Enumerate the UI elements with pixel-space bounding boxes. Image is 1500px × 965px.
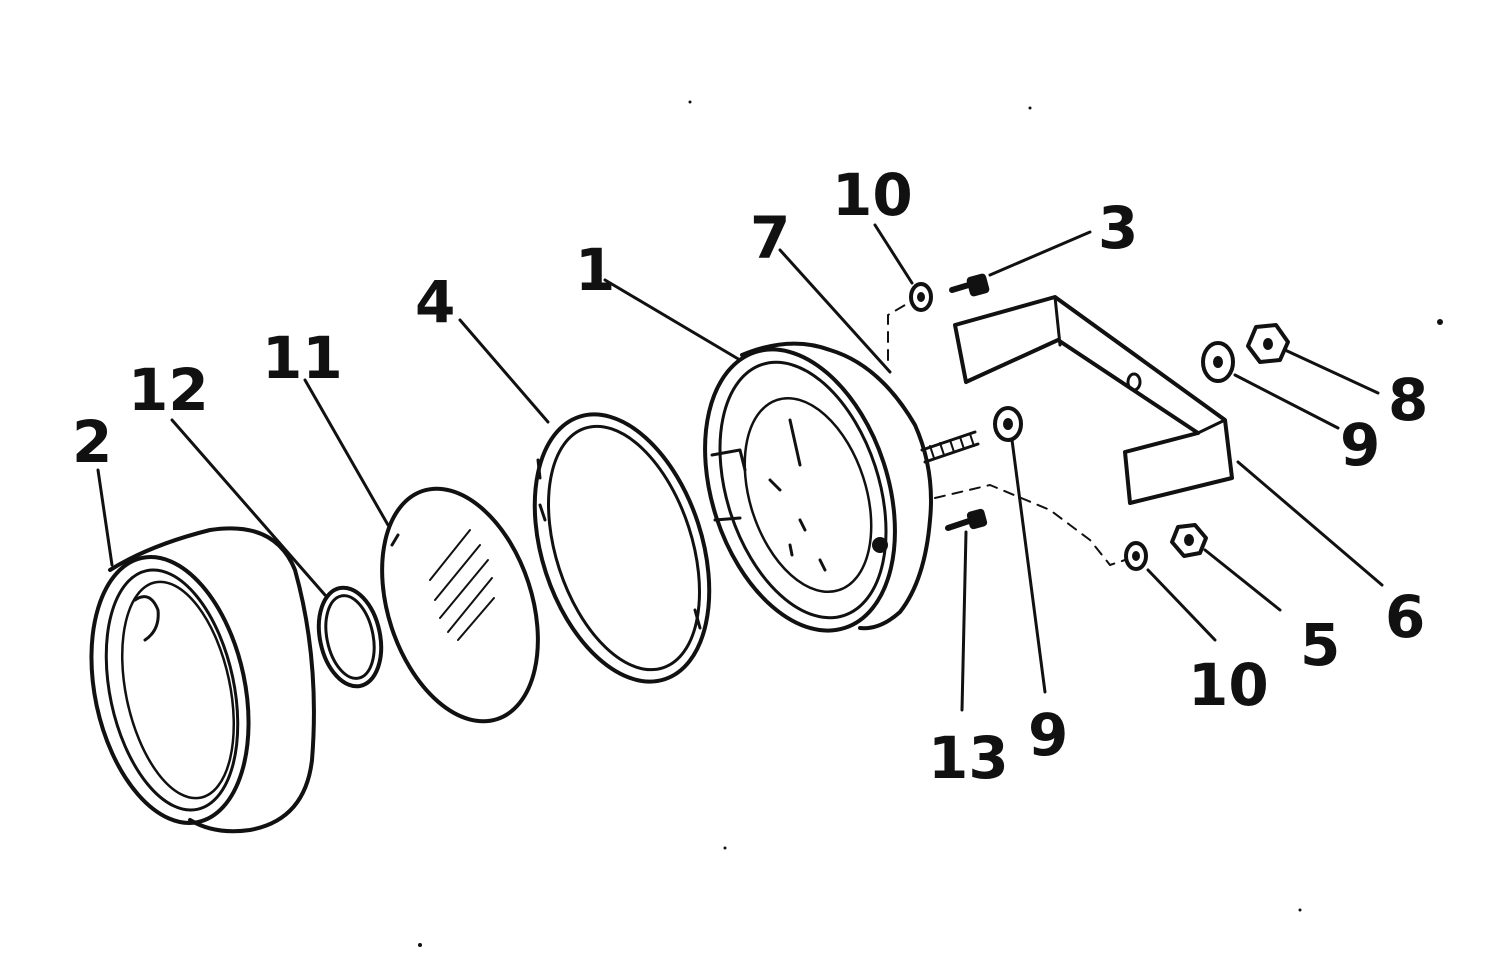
retaining-ring (532, 412, 712, 684)
washer-right (1201, 341, 1235, 383)
mounting-bracket (953, 295, 1234, 505)
callout-10-top: 10 (832, 161, 913, 229)
callout-4: 4 (415, 268, 455, 336)
hex-nut-right (1246, 323, 1290, 364)
leader-lines (96, 223, 1384, 712)
callout-10-bottom: 10 (1188, 651, 1269, 719)
callout-2: 2 (72, 408, 112, 476)
gauge-body (703, 341, 980, 633)
callout-1: 1 (575, 236, 615, 304)
callout-11: 11 (262, 324, 343, 392)
washer-middle (993, 406, 1023, 442)
callout-9-right: 9 (1340, 411, 1380, 479)
glass-lens (380, 486, 540, 724)
lock-washer-top (909, 282, 933, 312)
callout-8: 8 (1388, 366, 1428, 434)
callout-7: 7 (750, 204, 790, 272)
scan-speckles (418, 100, 1443, 947)
callout-3: 3 (1098, 194, 1138, 262)
screw-bottom (945, 508, 988, 531)
gasket-ring (316, 585, 384, 689)
screw-top (949, 273, 990, 297)
hex-nut-bottom (1170, 523, 1208, 558)
callout-9-middle: 9 (1028, 701, 1068, 769)
callout-13: 13 (928, 724, 1009, 792)
dashed-leaders (887, 304, 1126, 566)
callout-5: 5 (1300, 611, 1340, 679)
callout-6: 6 (1385, 583, 1425, 651)
callout-12: 12 (128, 356, 209, 424)
lock-washer-bottom (1124, 541, 1148, 571)
bezel-housing (89, 526, 316, 834)
callout-labels: 2 12 11 4 1 7 10 3 8 9 6 5 10 9 13 (72, 161, 1428, 792)
